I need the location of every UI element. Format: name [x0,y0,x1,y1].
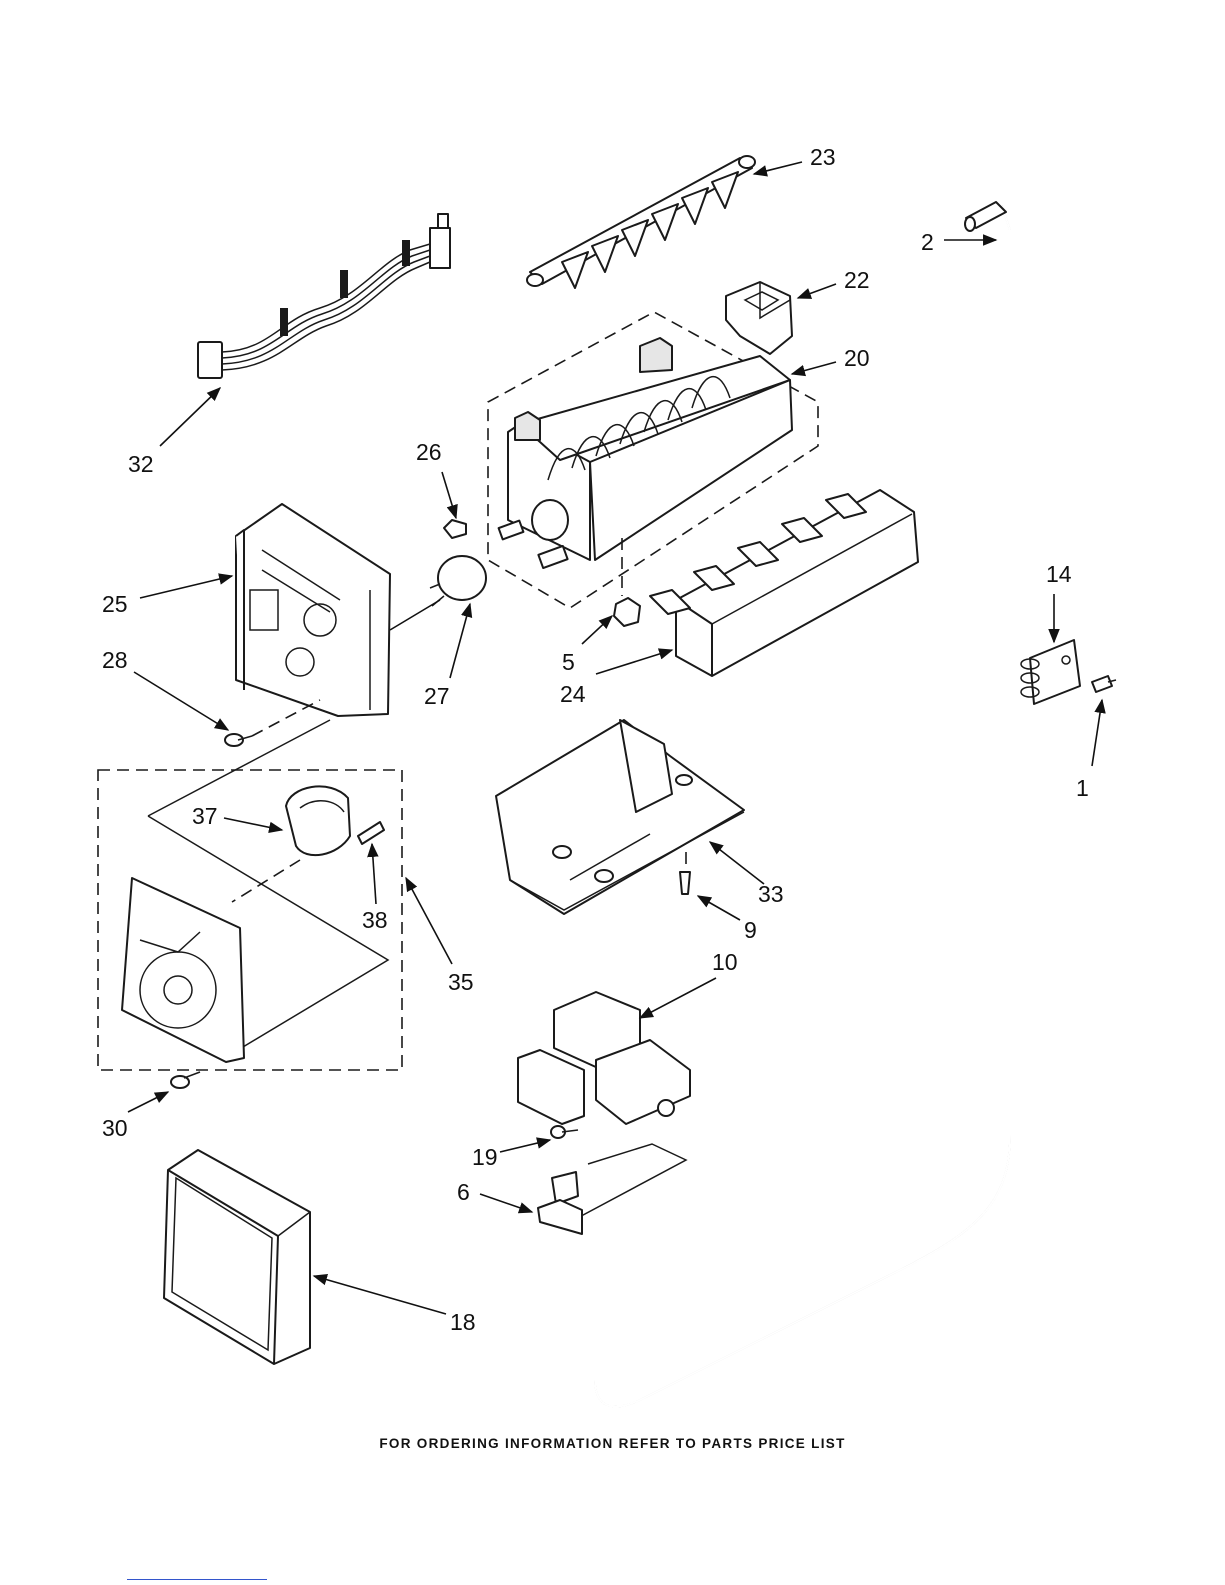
callout-19: 19 [472,1144,498,1170]
callout-28: 28 [102,647,128,673]
screw-part [551,1126,578,1138]
callout-22: 22 [844,267,870,293]
link-underline [127,1579,267,1580]
callout-2: 2 [921,229,934,255]
ice-stripper-part [650,490,918,676]
wire-harness-part [198,214,450,378]
callout-26: 26 [416,439,442,465]
ordering-info-footer: FOR ORDERING INFORMATION REFER TO PARTS … [0,1436,1225,1451]
auger-motor-part [518,992,690,1124]
screw-part [171,1072,200,1088]
callout-35: 35 [448,969,474,995]
pad-part [164,1150,310,1364]
callout-24: 24 [560,681,586,707]
callout-37: 37 [192,803,218,829]
callout-32: 32 [128,451,154,477]
callout-5: 5 [562,649,575,675]
callout-10: 10 [712,949,738,975]
callout-6: 6 [457,1179,470,1205]
callout-33: 33 [758,881,784,907]
ejector-part [527,156,755,288]
callout-38: 38 [362,907,388,933]
motor-assembly-part [98,720,402,1070]
bracket-part [726,282,792,354]
callout-18: 18 [450,1309,476,1335]
thermostat-part [390,520,486,630]
callout-30: 30 [102,1115,128,1141]
callout-9: 9 [744,917,757,943]
screw-part [680,852,690,894]
screw-part [1092,676,1116,692]
tube-clamp-part [1021,640,1080,704]
tray-part [496,720,744,914]
module-housing-part [236,504,390,716]
callout-20: 20 [844,345,870,371]
callout-23: 23 [810,144,836,170]
callout-14: 14 [1046,561,1072,587]
screw-part [225,700,320,746]
callout-27: 27 [424,683,450,709]
callout-1: 1 [1076,775,1089,801]
clip-part [614,538,640,626]
mounting-plate-part [538,1144,686,1234]
callout-25: 25 [102,591,128,617]
